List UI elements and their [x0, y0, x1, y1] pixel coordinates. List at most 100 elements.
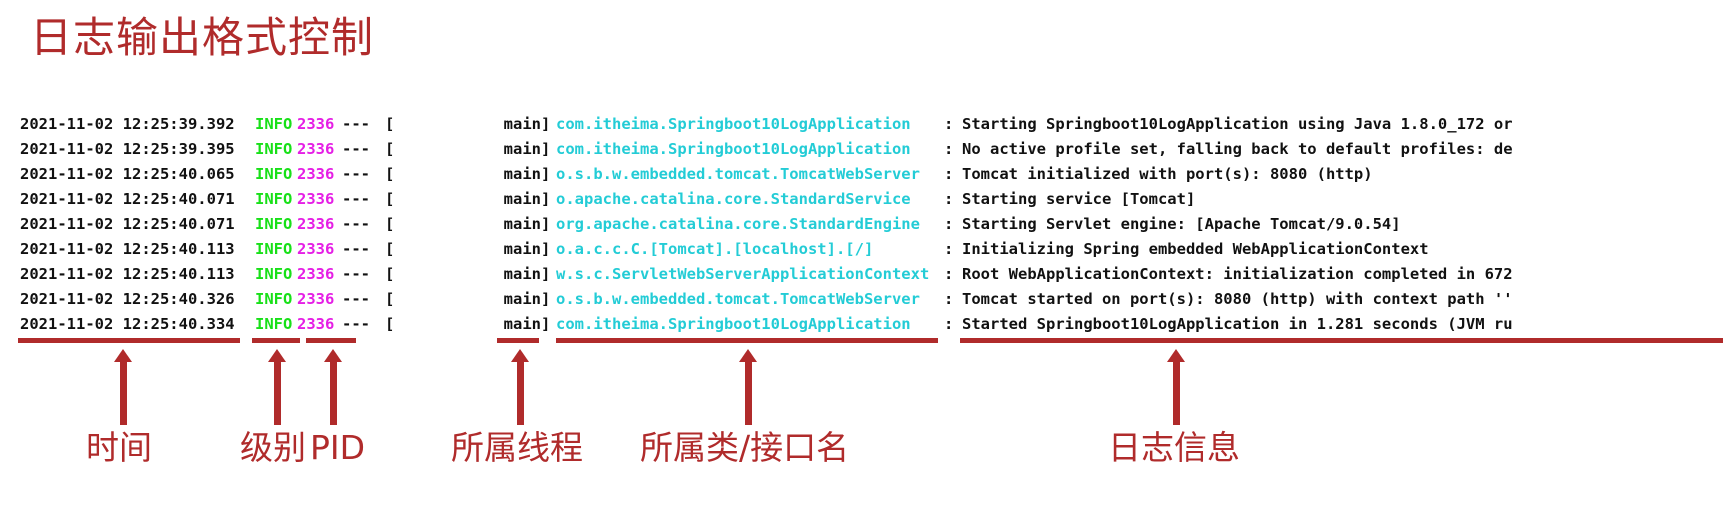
- log-timestamp: 2021-11-02 12:25:39.395: [20, 140, 235, 158]
- log-dashes: ---: [342, 115, 370, 133]
- log-thread-open-bracket: [: [385, 290, 395, 308]
- log-logger-name: w.s.c.ServletWebServerApplicationContext: [556, 265, 930, 283]
- log-thread: main: [503, 290, 541, 308]
- log-thread-open-bracket: [: [385, 265, 395, 283]
- log-separator: :: [944, 240, 954, 258]
- log-level: INFO: [255, 115, 293, 133]
- log-thread: main: [503, 115, 541, 133]
- log-dashes: ---: [342, 290, 370, 308]
- log-thread-open-bracket: [: [385, 140, 395, 158]
- log-logger-name: o.s.b.w.embedded.tomcat.TomcatWebServer: [556, 290, 920, 308]
- log-pid: 2336: [297, 215, 335, 233]
- log-message: Initializing Spring embedded WebApplicat…: [962, 240, 1429, 258]
- log-timestamp: 2021-11-02 12:25:40.113: [20, 240, 235, 258]
- log-thread-close-bracket: ]: [541, 265, 551, 283]
- log-thread: main: [503, 315, 541, 333]
- arrow-head: [114, 349, 132, 362]
- annotation-underline: [18, 338, 240, 343]
- log-pid: 2336: [297, 165, 335, 183]
- log-logger-name: o.s.b.w.embedded.tomcat.TomcatWebServer: [556, 165, 920, 183]
- log-pid: 2336: [297, 115, 335, 133]
- log-message: Started Springboot10LogApplication in 1.…: [962, 315, 1513, 333]
- log-thread-open-bracket: [: [385, 315, 395, 333]
- log-level: INFO: [255, 165, 293, 183]
- log-message: Tomcat initialized with port(s): 8080 (h…: [962, 165, 1373, 183]
- log-pid: 2336: [297, 190, 335, 208]
- annotation-underline: [252, 338, 300, 343]
- log-thread-open-bracket: [: [385, 240, 395, 258]
- log-timestamp: 2021-11-02 12:25:39.392: [20, 115, 235, 133]
- log-pid: 2336: [297, 290, 335, 308]
- annotation-arrow-up-icon: [511, 349, 529, 425]
- log-separator: :: [944, 165, 954, 183]
- log-thread-open-bracket: [: [385, 190, 395, 208]
- log-pid: 2336: [297, 265, 335, 283]
- log-separator: :: [944, 115, 954, 133]
- log-logger-name: o.apache.catalina.core.StandardService: [556, 190, 911, 208]
- annotation-underline: [497, 338, 539, 343]
- log-message: Root WebApplicationContext: initializati…: [962, 265, 1513, 283]
- log-thread-close-bracket: ]: [541, 215, 551, 233]
- log-message: Starting service [Tomcat]: [962, 190, 1196, 208]
- log-separator: :: [944, 290, 954, 308]
- annotation-label: PID: [310, 428, 366, 467]
- log-thread: main: [503, 140, 541, 158]
- log-logger-name: com.itheima.Springboot10LogApplication: [556, 115, 911, 133]
- log-thread-close-bracket: ]: [541, 140, 551, 158]
- arrow-head: [268, 349, 286, 362]
- arrow-head: [1167, 349, 1185, 362]
- log-thread-close-bracket: ]: [541, 290, 551, 308]
- log-message: Starting Servlet engine: [Apache Tomcat/…: [962, 215, 1401, 233]
- log-level: INFO: [255, 315, 293, 333]
- log-dashes: ---: [342, 165, 370, 183]
- log-thread: main: [503, 215, 541, 233]
- log-level: INFO: [255, 265, 293, 283]
- log-timestamp: 2021-11-02 12:25:40.334: [20, 315, 235, 333]
- log-dashes: ---: [342, 315, 370, 333]
- log-level: INFO: [255, 240, 293, 258]
- log-separator: :: [944, 215, 954, 233]
- log-message: Starting Springboot10LogApplication usin…: [962, 115, 1513, 133]
- annotation-arrow-up-icon: [268, 349, 286, 425]
- log-timestamp: 2021-11-02 12:25:40.113: [20, 265, 235, 283]
- log-thread: main: [503, 265, 541, 283]
- log-timestamp: 2021-11-02 12:25:40.065: [20, 165, 235, 183]
- log-pid: 2336: [297, 140, 335, 158]
- log-separator: :: [944, 140, 954, 158]
- log-logger-name: o.a.c.c.C.[Tomcat].[localhost].[/]: [556, 240, 874, 258]
- log-dashes: ---: [342, 190, 370, 208]
- log-thread-open-bracket: [: [385, 115, 395, 133]
- log-logger-name: org.apache.catalina.core.StandardEngine: [556, 215, 920, 233]
- page-title: 日志输出格式控制: [30, 13, 375, 62]
- annotation-arrow-up-icon: [739, 349, 757, 425]
- log-thread-close-bracket: ]: [541, 190, 551, 208]
- log-separator: :: [944, 315, 954, 333]
- log-thread-open-bracket: [: [385, 215, 395, 233]
- arrow-head: [739, 349, 757, 362]
- log-level: INFO: [255, 140, 293, 158]
- log-dashes: ---: [342, 140, 370, 158]
- log-thread: main: [503, 190, 541, 208]
- log-thread: main: [503, 165, 541, 183]
- log-logger-name: com.itheima.Springboot10LogApplication: [556, 140, 911, 158]
- log-dashes: ---: [342, 265, 370, 283]
- annotation-underline: [306, 338, 356, 343]
- log-thread-close-bracket: ]: [541, 240, 551, 258]
- log-thread-close-bracket: ]: [541, 165, 551, 183]
- log-dashes: ---: [342, 240, 370, 258]
- log-separator: :: [944, 265, 954, 283]
- annotation-underline: [960, 338, 1723, 343]
- log-pid: 2336: [297, 315, 335, 333]
- arrow-head: [324, 349, 342, 362]
- log-thread-open-bracket: [: [385, 165, 395, 183]
- log-dashes: ---: [342, 215, 370, 233]
- annotation-label: 所属线程: [451, 428, 583, 467]
- log-message: No active profile set, falling back to d…: [962, 140, 1513, 158]
- log-separator: :: [944, 190, 954, 208]
- annotation-label: 时间: [86, 428, 152, 467]
